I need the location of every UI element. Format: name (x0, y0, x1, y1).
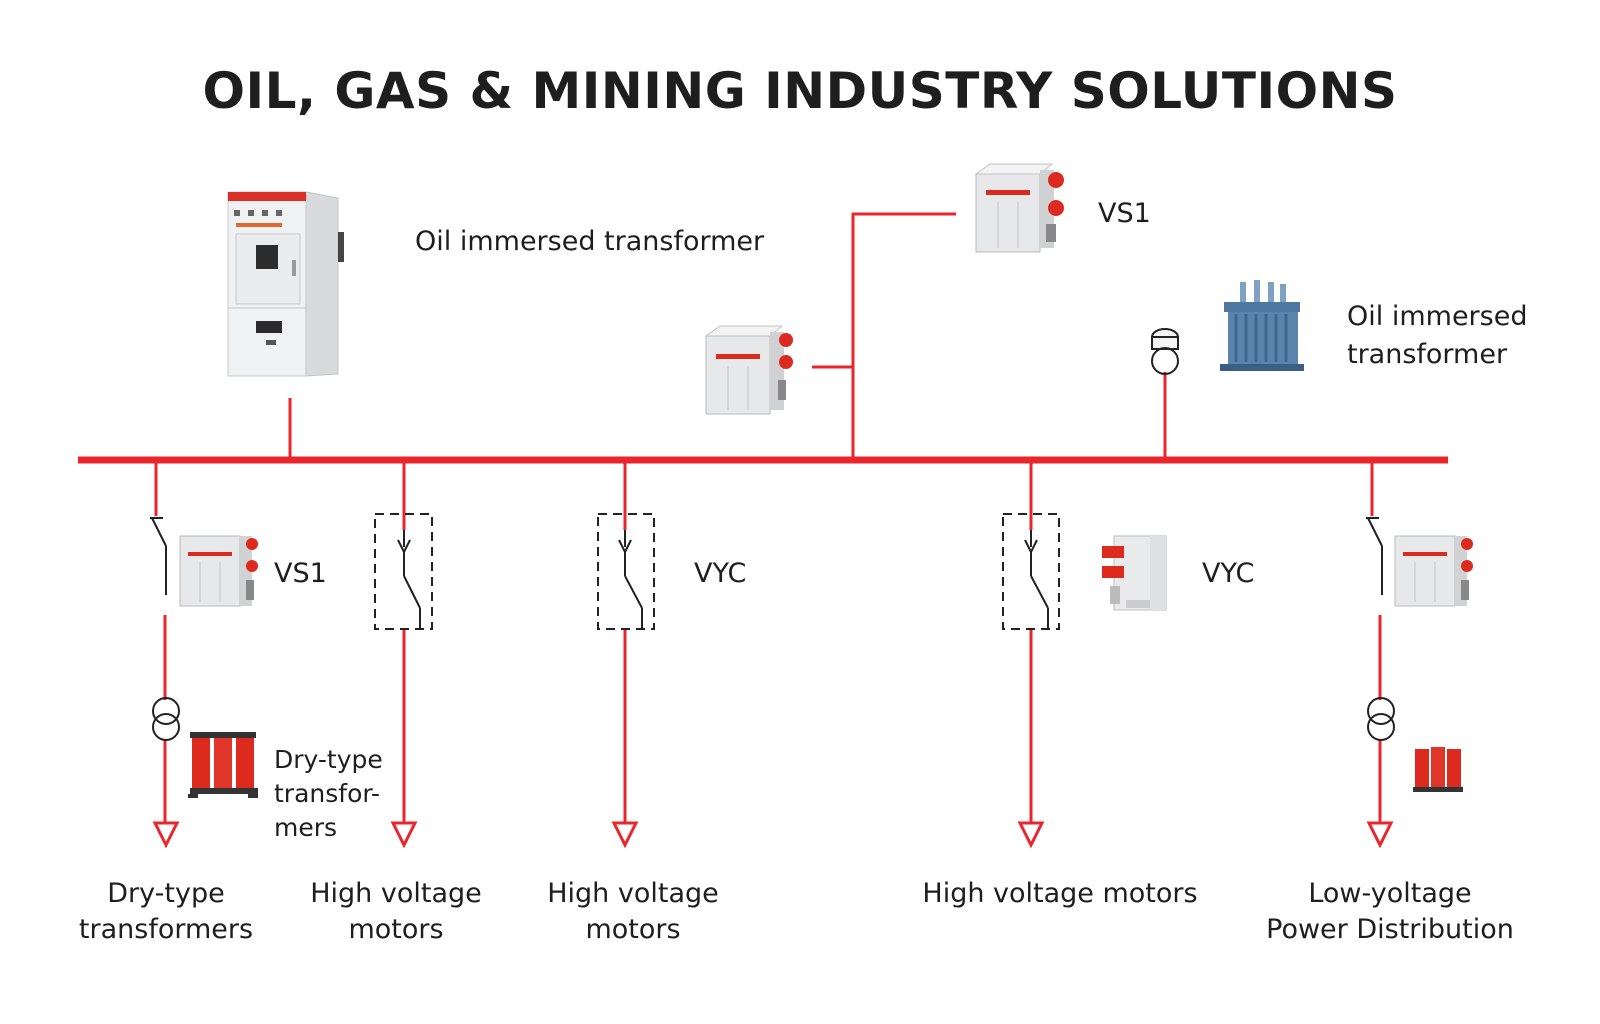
oil-transformer-label-line1: Oil immersed (1347, 301, 1528, 332)
current-transformer-symbol-icon (1367, 697, 1395, 741)
dry-type-side-label-line3: mers (274, 813, 338, 842)
vacuum-circuit-breaker-icon (179, 535, 258, 607)
vs1-top-label: VS1 (1098, 198, 1151, 229)
vyc-feeder4-label: VYC (1202, 558, 1255, 589)
contactor-symbol-icon (374, 513, 433, 630)
feeder5-caption-line2: Power Distribution (1266, 914, 1514, 945)
feeder3-caption-line2: motors (585, 914, 681, 945)
load-arrow-icon (390, 821, 418, 849)
dry-type-side-label-line1: Dry-type (274, 745, 383, 774)
vacuum-contactor-icon (1102, 535, 1167, 611)
load-arrow-icon (611, 821, 639, 849)
load-arrow-icon (152, 821, 180, 849)
vacuum-circuit-breaker-icon (704, 325, 793, 415)
oil-transformer-label-line2: transformer (1347, 339, 1508, 370)
dry-type-transformer-icon (1413, 747, 1463, 792)
current-transformer-symbol-icon (152, 697, 180, 741)
current-transformer-symbol-icon (1151, 328, 1179, 375)
contactor-symbol-icon (1002, 513, 1060, 630)
feeder4-caption: High voltage motors (922, 878, 1198, 909)
vs1-feeder-label: VS1 (274, 558, 327, 589)
feeder2-caption-line2: motors (348, 914, 444, 945)
disconnect-switch-icon (1366, 517, 1383, 595)
switchgear-cabinet-icon (227, 191, 344, 377)
vacuum-circuit-breaker-icon (974, 163, 1064, 253)
load-arrow-icon (1017, 821, 1045, 849)
page-title: OIL, GAS & MINING INDUSTRY SOLUTIONS (202, 62, 1398, 120)
disconnect-switch-icon (150, 517, 167, 595)
oil-transformer-icon (1220, 280, 1304, 371)
vs1-top-branch (851, 212, 956, 460)
feeder3-caption-line1: High voltage (547, 878, 719, 909)
feeder1-caption-line2: transformers (78, 914, 254, 945)
vyc-feeder3-label: VYC (694, 558, 747, 589)
feeder1-caption-line1: Dry-type (107, 878, 225, 909)
switchgear-caption: Oil immersed transformer (415, 226, 765, 257)
vacuum-circuit-breaker-icon (1394, 535, 1473, 607)
dry-type-transformer-icon (188, 732, 258, 798)
feeder5-caption-line1: Low-yoltage (1308, 878, 1472, 909)
feeder2-caption-line1: High voltage (310, 878, 482, 909)
dry-type-side-label-line2: transfor- (274, 779, 381, 808)
load-arrow-icon (1366, 821, 1394, 849)
contactor-symbol-icon (597, 513, 655, 630)
